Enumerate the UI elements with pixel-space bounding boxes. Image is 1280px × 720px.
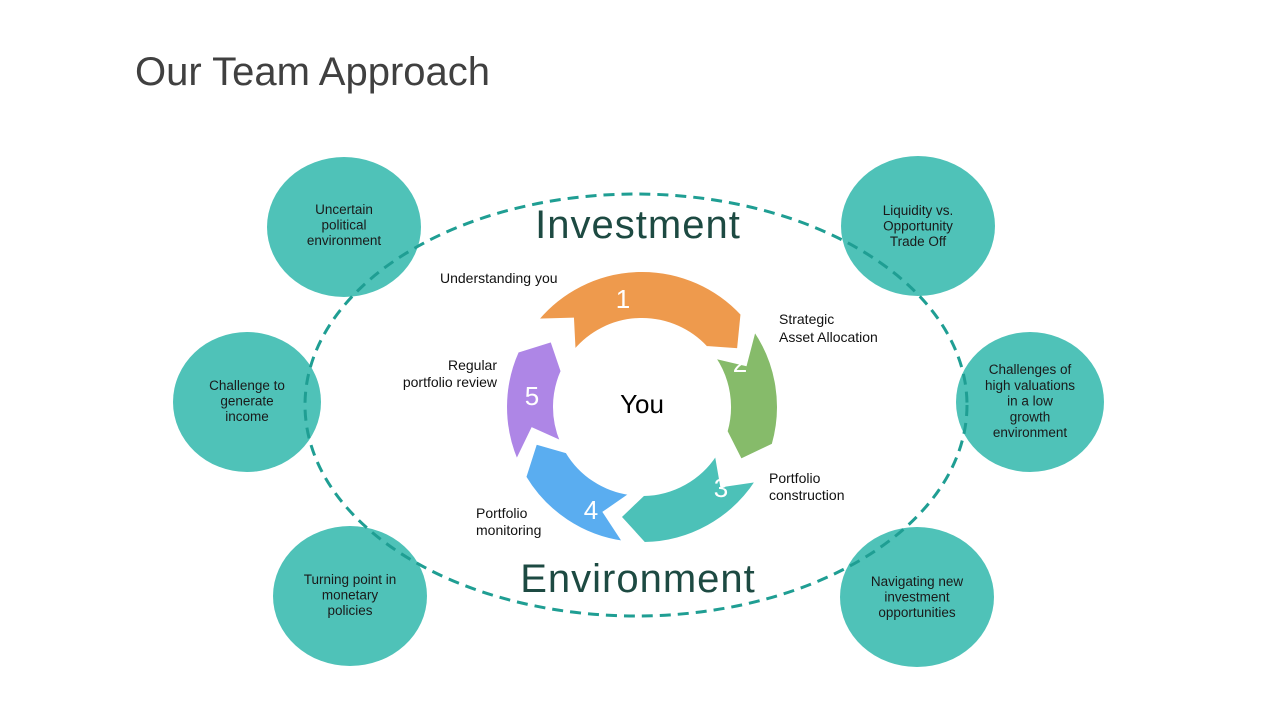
text-line: policies [327,603,372,618]
text-line: in a low [1007,394,1053,409]
text-line: generate [220,394,273,409]
text-line: investment [884,590,950,605]
text-line: growth [1010,409,1051,424]
text-line: political [321,218,366,233]
text-line: monitoring [476,522,541,538]
text-line: Regular [448,357,497,373]
text-line: income [225,409,269,424]
ring-label-investment: Investment [535,203,741,247]
text-line: Opportunity [883,219,953,234]
step-arrow-4 [524,442,633,543]
text-line: Challenge to [209,378,285,393]
text-line: environment [307,233,382,248]
text-line: Navigating new [871,574,964,589]
step-arrow-2 [712,328,779,461]
text-line: environment [993,425,1068,440]
step-arrow-5 [505,339,563,463]
step-arrow-3 [619,452,759,545]
text-line: Understanding you [440,270,558,286]
hub-label: You [620,389,664,419]
text-line: opportunities [878,605,956,620]
step-number-1: 1 [616,284,630,314]
text-line: Asset Allocation [779,329,878,345]
text-line: Uncertain [315,202,373,217]
text-line: Strategic [779,311,834,327]
step-arrow-1 [535,270,743,353]
text-line: Challenges of [989,362,1072,377]
text-line: Trade Off [890,234,947,249]
page-title: Our Team Approach [135,50,491,94]
ring-label-environment: Environment [520,557,756,601]
step-number-5: 5 [525,381,539,411]
environment-ring [303,192,969,618]
step-number-2: 2 [733,348,747,378]
text-line: Turning point in [304,572,397,587]
text-line: monetary [322,588,379,603]
text-line: Portfolio [476,505,528,521]
step-number-3: 3 [714,473,728,503]
text-line: Liquidity vs. [883,203,954,218]
text-line: high valuations [985,378,1075,393]
step-label-1: Understanding you [440,270,558,286]
text-line: portfolio review [403,374,498,390]
text-line: construction [769,487,844,503]
process-cycle: 1 2 3 4 5 [505,270,779,545]
step-number-4: 4 [584,495,598,525]
text-line: Portfolio [769,470,821,486]
